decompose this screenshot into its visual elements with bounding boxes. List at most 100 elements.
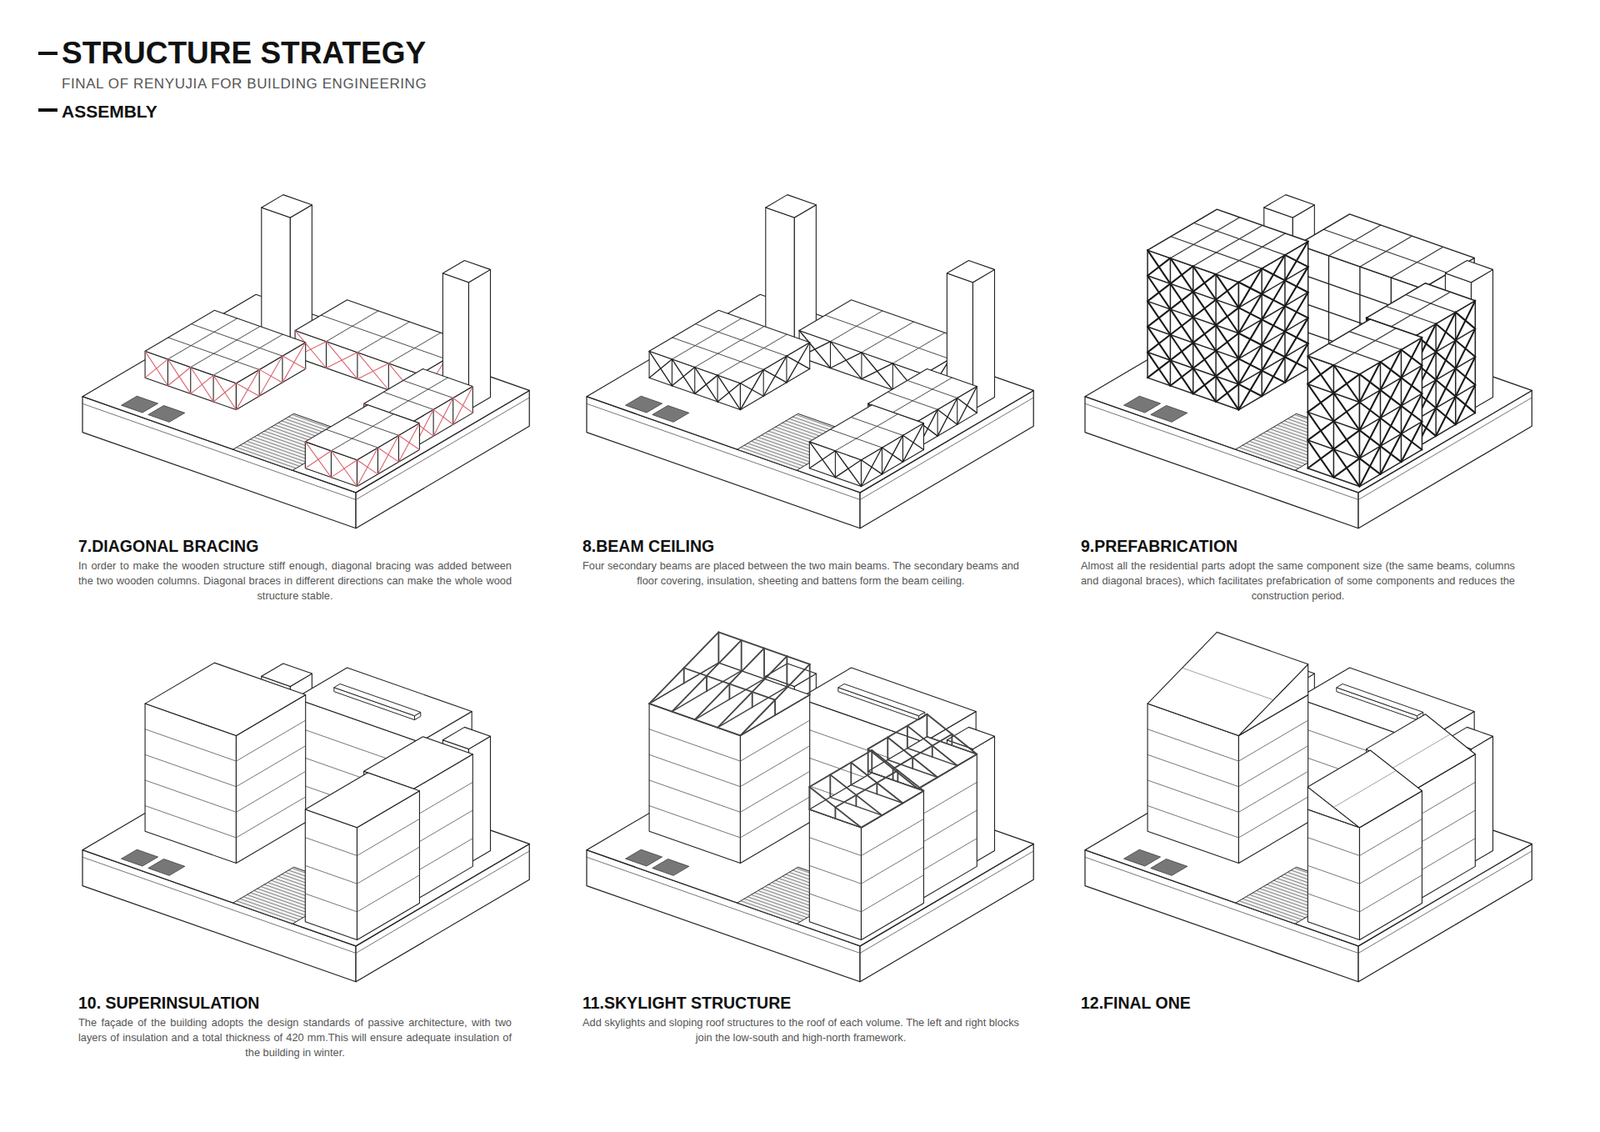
diagonal-brace [259,369,283,383]
diagonal-brace [325,341,357,380]
diagonal-brace [1147,275,1170,310]
diagonal-brace [1193,317,1216,351]
stair-step [1249,894,1309,915]
diagonal-brace [1215,281,1239,300]
column [433,409,435,436]
skylight-opening [121,395,159,413]
skylight-opening [148,858,185,875]
diagonal-brace [1400,349,1422,365]
diagonal-brace [1170,342,1193,360]
column [1170,258,1171,386]
diagonal-brace [1215,384,1239,402]
diagonal-brace [1215,350,1239,385]
roof-beam [320,315,446,360]
diagonal-brace [1285,305,1309,318]
skylight [838,687,920,720]
stair-step [1242,898,1302,920]
roof-beam [835,414,898,451]
diagonal-brace [835,460,861,478]
diagonal-brace [1170,283,1193,317]
floor-line [305,865,357,884]
floor-line [918,810,978,845]
stair-step [1249,440,1309,462]
column [213,375,215,402]
diagonal-brace [1333,430,1360,450]
floor-line [235,720,305,761]
roof-truss [684,667,775,700]
column [902,435,904,462]
roof-beam [1360,235,1412,267]
diagonal-brace [1359,374,1380,390]
diagonal-brace [1307,355,1334,394]
skylight [334,687,415,720]
diagonal-brace [671,359,695,394]
diagonal-brace [1435,351,1456,369]
building-volume [809,809,861,940]
frame-volume [305,405,420,460]
stair-step [246,440,306,462]
roof-beam [1390,246,1443,278]
stair-step [236,447,296,469]
floor-line [414,838,474,874]
diagonal-brace [1307,365,1334,385]
roof-line [1182,667,1274,700]
diagonal-brace [1333,420,1360,459]
step-heading: 8.BEAM CEILING [582,537,715,555]
roof-truss [728,683,730,699]
building-volume [809,772,924,828]
diagonal-brace [1147,309,1170,327]
diagonal-brace [860,447,882,487]
roof-beam [717,334,787,375]
diagonal-brace [357,352,389,390]
diagonal-brace [957,386,978,425]
column [330,450,332,478]
diagonal-brace [1261,331,1285,371]
diagonal-brace [1400,337,1422,378]
stair-step [1253,892,1313,914]
column [860,352,862,380]
roof-truss [834,806,836,818]
step-heading: 9.PREFABRICATION [1080,537,1238,555]
diagonal-brace [305,450,331,469]
floor-line [649,754,740,786]
diagonal-brace [1170,317,1193,335]
diagonal-brace [398,423,420,463]
stair-step [750,894,810,915]
building-volume [295,667,472,742]
roof-beam [1170,217,1240,259]
diagonal-brace [167,359,190,394]
diagonal-brace [1455,312,1476,330]
diagonal-brace [1307,393,1334,413]
diagonal-brace [1147,335,1170,353]
roof-truss [740,695,810,736]
roof-truss [683,667,685,683]
roof-truss [906,725,909,749]
roof-truss [896,770,899,781]
column [671,359,673,386]
diagonal-brace [1307,440,1334,478]
diagonal-brace [167,367,190,386]
stair-core [261,195,313,218]
skylight [1336,683,1424,715]
diagonal-brace [809,441,835,478]
diagonal-brace [1455,300,1476,341]
diagonal-brace [235,369,260,410]
roof-truss [868,714,928,750]
diagonal-brace [671,367,695,386]
roof-truss [717,631,720,663]
diagonal-brace [1380,445,1401,462]
diagonal-brace [1170,265,1193,284]
diagonal-brace [305,441,331,478]
floor-line [649,805,740,838]
step-description: In order to make the wooden structure st… [78,558,512,604]
roof-truss [931,745,934,757]
roof-truss [926,736,977,755]
stair-step [747,896,807,918]
skylight-opening [1124,849,1161,866]
floor-line [145,780,236,812]
column [388,363,390,390]
stair-step [755,439,815,460]
diagonal-brace [453,397,474,413]
stair-step [744,445,804,466]
stair-step [240,898,300,920]
